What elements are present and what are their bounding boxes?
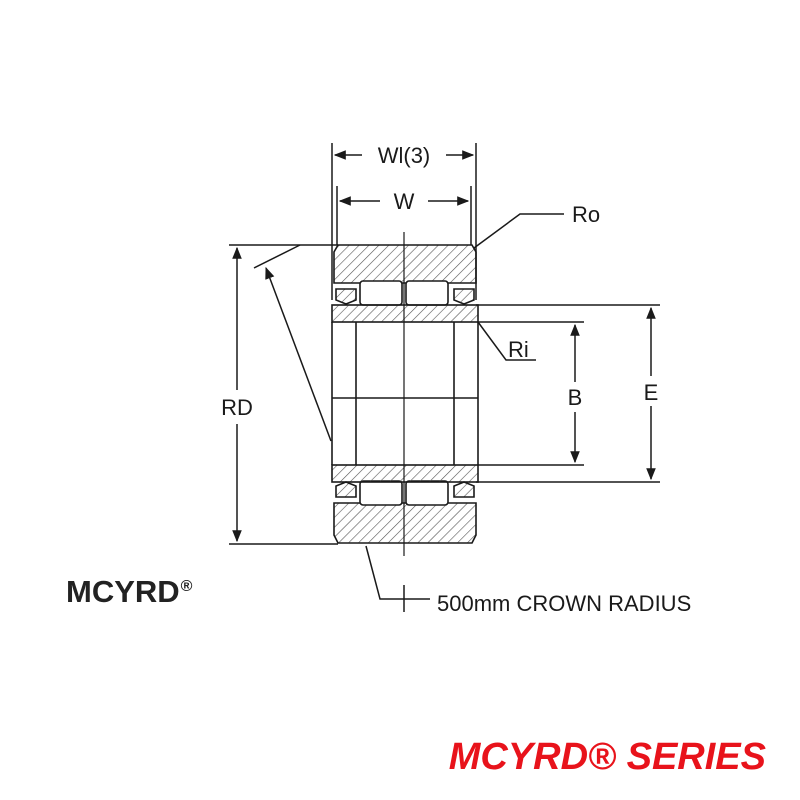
model-symbol: ® [180, 578, 193, 595]
wl3-label: Wl(3) [378, 143, 431, 168]
ri-label: Ri [508, 337, 529, 362]
inner-ring-bottom [331, 464, 479, 483]
crown-radius-leader [253, 244, 332, 442]
top-roller-row [335, 280, 475, 306]
wl3-dimension [331, 143, 477, 300]
ro-label: Ro [572, 202, 600, 227]
bore-body [331, 322, 479, 465]
b-dimension [478, 321, 584, 466]
e-label: E [644, 380, 659, 405]
crown-radius-note: 500mm CROWN RADIUS [437, 591, 691, 616]
model-name-text: MCYRD [66, 574, 180, 609]
model-name: MCYRD® [66, 574, 192, 610]
ro-leader [473, 213, 564, 249]
inner-ring-top [331, 304, 479, 323]
series-title: MCYRD® SERIES [448, 736, 766, 778]
crown-note-leader [365, 545, 430, 612]
ri-leader [477, 321, 536, 361]
bottom-roller-row [335, 480, 475, 506]
rd-label: RD [221, 395, 253, 420]
w-dimension [336, 186, 472, 245]
e-dimension [476, 304, 660, 483]
w-label: W [394, 189, 415, 214]
outer-ring-bottom [333, 502, 477, 544]
rd-dimension [229, 244, 338, 545]
outer-ring-top [333, 244, 477, 284]
b-label: B [568, 385, 583, 410]
